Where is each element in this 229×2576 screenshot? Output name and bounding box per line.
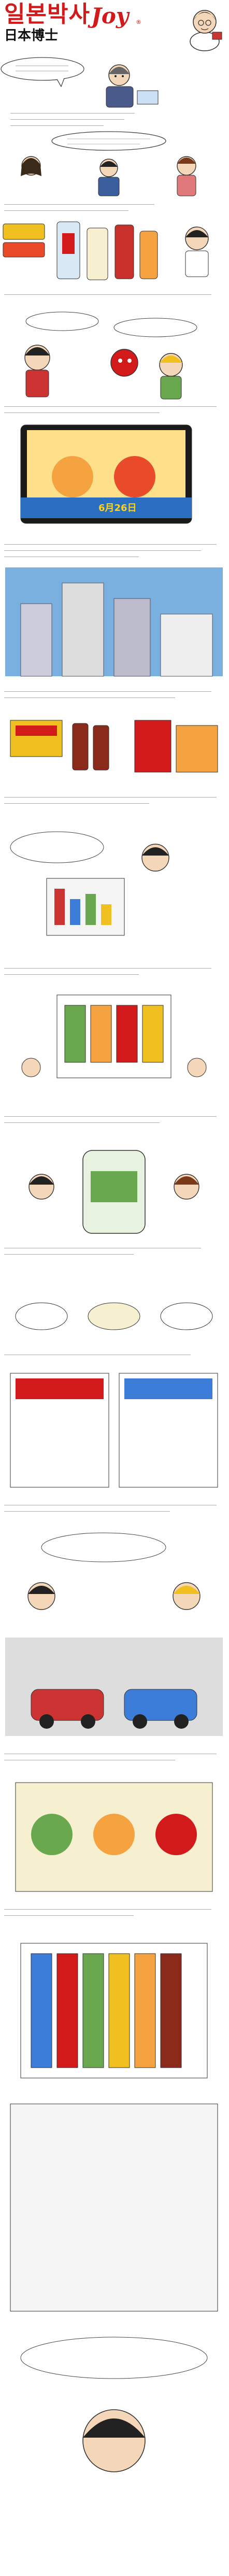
panel-3-products-illustration: [3, 221, 209, 280]
panel-7-products-illustration: [10, 720, 218, 773]
panel-10-illustration: [28, 1150, 199, 1234]
panel-11-illustration: [15, 1302, 213, 1330]
footer-illustration: [20, 2337, 208, 2472]
title-korean: 일본박사: [4, 1, 90, 27]
caption-11-lines: [4, 1351, 222, 1358]
vertical-caption-1: [212, 155, 219, 197]
panel-13-illustration: [27, 1532, 201, 1610]
panel-17-illustration: [10, 2103, 218, 2312]
panel-1-illustration: [1, 57, 159, 108]
panel-4-illustration: [24, 311, 197, 400]
caption-12-lines: [4, 1502, 222, 1514]
caption-7-lines: [4, 794, 222, 806]
caption-13-lines: [4, 1750, 222, 1763]
panel-14-illustration: [5, 1638, 223, 1736]
panel-2-illustration: [21, 131, 196, 196]
caption-5-lines: [4, 541, 222, 560]
mascot-doctor-illustration: [190, 10, 222, 51]
panel-15-illustration: [15, 1782, 213, 1892]
caption-3-lines: [4, 291, 222, 297]
panel-5-tv-illustration: [20, 424, 192, 524]
panel-16-books-illustration: [20, 1943, 208, 2079]
banner-date: 6月26日: [98, 503, 137, 514]
caption-2-lines: [4, 201, 160, 214]
caption-8-lines: [4, 965, 222, 977]
panel-6-city-illustration: [5, 567, 223, 677]
caption-10-lines: [4, 1245, 222, 1257]
registered-mark: ®: [136, 19, 141, 25]
caption-4-lines: [4, 403, 222, 416]
caption-6-lines: [4, 688, 222, 701]
panel-12-illustration: [10, 1373, 218, 1488]
caption-14-lines: [4, 1906, 222, 1918]
panel-8-illustration: [10, 831, 169, 936]
title-joy: Joy: [91, 3, 129, 29]
panel-9-illustration: [21, 994, 207, 1078]
caption-1-lines: [10, 110, 140, 129]
title-japanese: 日本博士: [4, 28, 59, 44]
caption-9-lines: [4, 1113, 222, 1126]
